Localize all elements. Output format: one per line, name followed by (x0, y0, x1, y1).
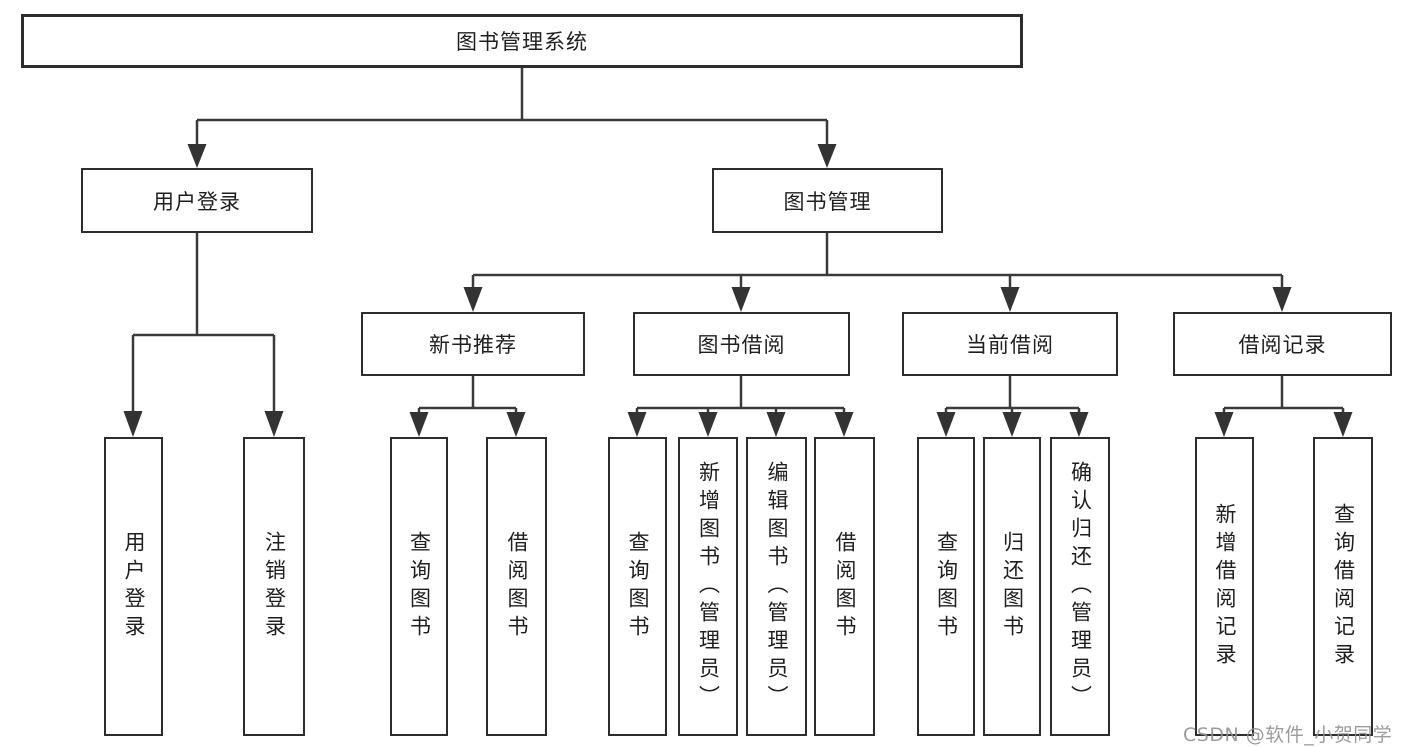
arrow-down-icon (1000, 287, 1020, 312)
arrow-down-icon (1002, 412, 1022, 437)
arrow-down-icon (817, 144, 837, 168)
arrow-down-icon (463, 287, 483, 312)
leaf-confirm-return-admin: 确认归还（管理员） (1050, 437, 1110, 736)
arrow-down-icon (627, 412, 647, 437)
leaf-add-borrow-record: 新增借阅记录 (1195, 437, 1254, 736)
leaf-return-books: 归还图书 (983, 437, 1041, 736)
arrow-down-icon (1214, 412, 1234, 437)
node-new-book-recommend: 新书推荐 (361, 312, 585, 376)
connector-line (944, 376, 1081, 414)
arrow-down-icon (698, 412, 718, 437)
leaf-query-books: 查询图书 (390, 437, 448, 736)
arrow-down-icon (123, 411, 143, 437)
leaf-edit-books-admin: 编辑图书（管理员） (746, 437, 807, 736)
arrow-down-icon (766, 412, 786, 437)
leaf-logout: 注销登录 (243, 437, 305, 736)
connector-line (195, 68, 829, 146)
node-book-borrowing: 图书借阅 (633, 312, 850, 376)
arrow-down-icon (1272, 287, 1292, 312)
node-current-borrowing: 当前借阅 (902, 312, 1118, 376)
leaf-borrow-books: 借阅图书 (814, 437, 875, 736)
leaf-query-borrow-record: 查询借阅记录 (1313, 437, 1373, 736)
leaf-query-books: 查询图书 (917, 437, 975, 736)
arrow-down-icon (834, 412, 854, 437)
connector-line (1222, 376, 1345, 414)
arrow-down-icon (936, 412, 956, 437)
arrow-down-icon (1069, 412, 1089, 437)
connector-line (471, 233, 1284, 290)
leaf-borrow-books: 借阅图书 (486, 437, 547, 736)
node-user-login: 用户登录 (81, 168, 313, 233)
arrow-down-icon (409, 412, 429, 437)
leaf-user-login: 用户登录 (104, 437, 163, 736)
arrow-down-icon (506, 412, 526, 437)
node-borrow-records: 借阅记录 (1173, 312, 1392, 376)
leaf-add-books-admin: 新增图书（管理员） (678, 437, 738, 736)
arrow-down-icon (731, 287, 751, 312)
arrow-down-icon (187, 144, 207, 168)
leaf-query-books: 查询图书 (608, 437, 667, 736)
arrow-down-icon (264, 411, 284, 437)
connector-line (635, 376, 846, 414)
csdn-watermark: CSDN @软件_小贺同学 (1183, 724, 1393, 746)
arrow-down-icon (1333, 412, 1353, 437)
node-system-root: 图书管理系统 (21, 14, 1023, 68)
connector-line (417, 376, 518, 414)
connector-line (131, 233, 276, 413)
node-book-management: 图书管理 (712, 168, 943, 233)
